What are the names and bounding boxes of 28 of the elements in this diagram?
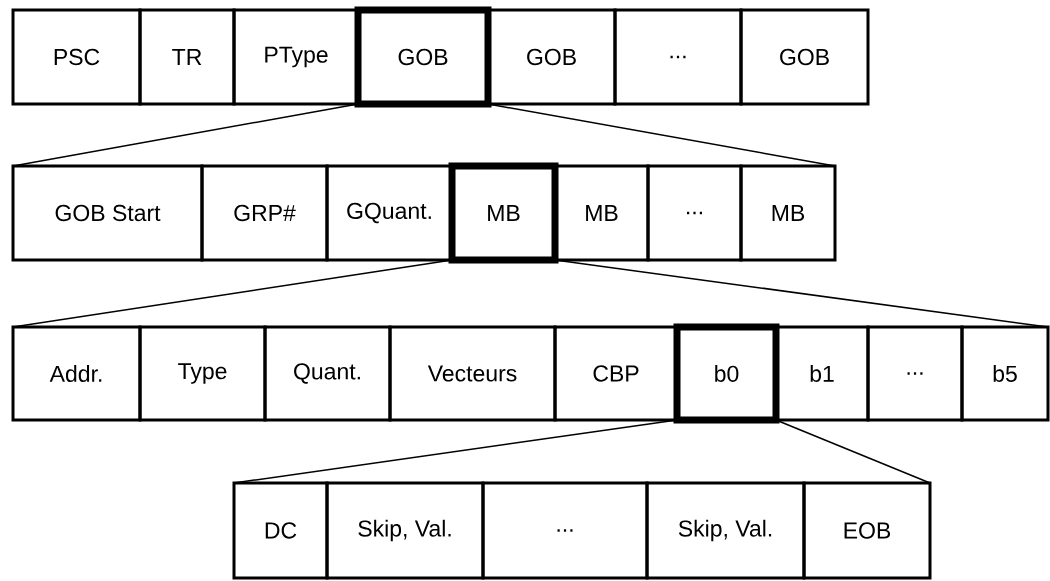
field-box: b1: [774, 325, 870, 422]
field-box: GQuant.: [325, 164, 454, 262]
field-box: GOB: [486, 8, 617, 106]
field-box: ...: [613, 8, 743, 106]
field-box: TR: [138, 8, 236, 106]
field-box: Skip, Val.: [325, 481, 485, 580]
highlighted-field-box: GOB: [354, 6, 492, 108]
field-box: Skip, Val.: [645, 481, 806, 580]
field-box: GOB Start: [11, 164, 204, 262]
field-box: PSC: [11, 8, 142, 106]
field-box: Type: [138, 325, 267, 422]
field-box: MB: [553, 164, 650, 262]
highlighted-field-box: b0: [673, 323, 780, 424]
field-box: ...: [866, 325, 964, 422]
field-box: DC: [232, 481, 329, 580]
field-box: GRP#: [200, 164, 329, 262]
field-box: Quant.: [263, 325, 392, 422]
field-box: PType: [232, 8, 360, 106]
field-box: Addr.: [11, 325, 142, 422]
field-box: ...: [646, 164, 743, 262]
field-box: EOB: [802, 481, 932, 580]
field-box: GOB: [739, 8, 870, 106]
field-box: b5: [960, 325, 1050, 422]
field-box: MB: [739, 164, 837, 262]
field-box: Vecteurs: [388, 325, 557, 422]
field-box: CBP: [553, 325, 679, 422]
field-box: ...: [481, 481, 649, 580]
highlighted-field-box: MB: [448, 162, 559, 264]
